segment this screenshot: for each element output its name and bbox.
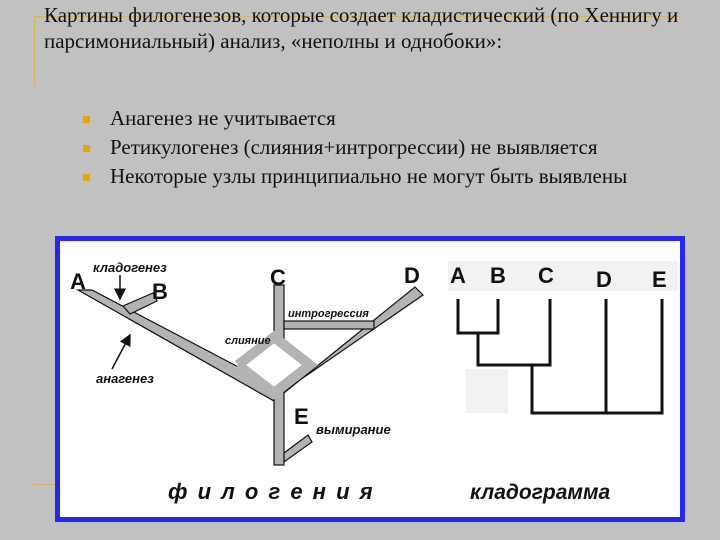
taxon-b-label: B — [152, 279, 168, 304]
branch-d — [273, 286, 424, 402]
bullet-item: Ретикулогенез (слияния+интрогрессии) не … — [80, 135, 700, 159]
fusion-loop-outline — [234, 330, 319, 400]
extinction-label: вымирание — [316, 422, 391, 437]
cladogram-taxon-e: E — [652, 267, 667, 292]
introgression-label: интрогрессия — [288, 308, 369, 320]
cladogram-caption: кладограмма — [470, 481, 611, 504]
cladogram-taxon-b: B — [490, 263, 506, 288]
cladogram-tree — [456, 299, 664, 415]
clade-abc — [476, 299, 552, 367]
branch-b — [122, 292, 158, 315]
anagenesis-arrow — [111, 333, 131, 370]
fusion-label: слияние — [225, 335, 271, 347]
bullet-text: Анагенез не учитывается — [110, 106, 336, 130]
top-accent-line — [34, 16, 680, 17]
phylogeny-figure: A B C D E кладогенез анагенез интрогресс… — [55, 236, 685, 522]
phylogeny-tree — [75, 284, 424, 466]
bullet-item: Анагенез не учитывается — [80, 106, 700, 130]
taxon-e-label: E — [294, 404, 309, 429]
slide-title: Картины филогенезов, которые создает кла… — [44, 3, 679, 53]
bullet-list: Анагенез не учитывается Ретикулогенез (с… — [80, 108, 700, 195]
cladogram-taxon-c: C — [538, 263, 554, 288]
square-bullet-icon — [83, 145, 90, 152]
figure-canvas: A B C D E кладогенез анагенез интрогресс… — [70, 260, 678, 504]
anagenesis-label: анагенез — [96, 371, 154, 386]
taxon-c-label: C — [270, 265, 286, 290]
cladogenesis-label: кладогенез — [93, 260, 167, 275]
branch-e — [283, 434, 313, 464]
bullet-text: Некоторые узлы принципиально не могут бы… — [110, 164, 628, 188]
bullet-item: Некоторые узлы принципиально не могут бы… — [80, 164, 700, 188]
square-bullet-icon — [83, 116, 90, 123]
taxon-d-label: D — [404, 263, 420, 288]
cladogram-shade-1 — [448, 261, 678, 291]
cladogram-taxon-d: D — [596, 267, 612, 292]
clade-ab — [456, 299, 500, 335]
taxon-a-label: A — [70, 269, 86, 294]
phylogeny-caption: ф и л о г е н и я — [168, 479, 375, 504]
cladogram-taxon-a: A — [450, 263, 466, 288]
cladogram-shade-2 — [466, 369, 508, 413]
bullet-text: Ретикулогенез (слияния+интрогрессии) не … — [110, 135, 598, 159]
introgression-bar — [283, 320, 375, 330]
clade-abcde — [530, 299, 664, 415]
left-accent-line — [34, 16, 35, 86]
square-bullet-icon — [83, 174, 90, 181]
